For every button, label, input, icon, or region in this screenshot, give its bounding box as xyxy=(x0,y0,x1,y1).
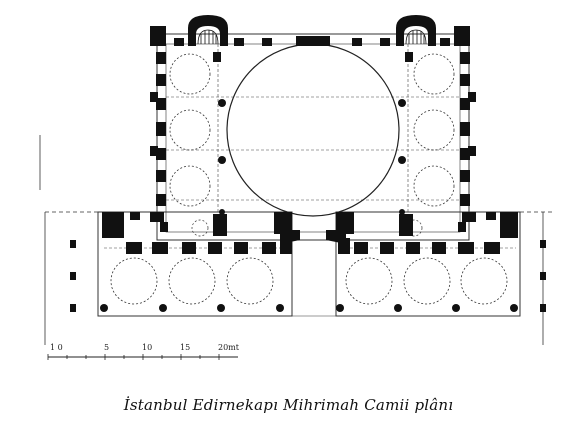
portico-dome xyxy=(226,257,274,305)
scale-label: 5 xyxy=(104,343,109,352)
portico-dome xyxy=(403,257,451,305)
portico-domes xyxy=(110,257,508,305)
scale-label: 20mt xyxy=(218,343,240,352)
portico-dome xyxy=(345,257,393,305)
stair-turrets xyxy=(188,15,436,46)
figure-caption: İstanbul Edirnekapı Mihrimah Camii plânı xyxy=(123,396,454,414)
wall-piers xyxy=(70,26,546,312)
scale-bar: 1 0 5 10 15 20mt xyxy=(47,343,240,360)
central-dome xyxy=(226,43,400,217)
plan-outline xyxy=(39,33,552,345)
side-dome xyxy=(169,109,211,151)
portico-dome xyxy=(110,257,158,305)
side-dome xyxy=(169,53,211,95)
side-dome xyxy=(413,109,455,151)
side-dome xyxy=(413,165,455,207)
scale-label: 10 xyxy=(142,343,152,352)
columns xyxy=(100,99,518,312)
side-dome xyxy=(169,165,211,207)
stair-turret xyxy=(188,15,228,46)
portico-dome xyxy=(168,257,216,305)
portico-dome xyxy=(460,257,508,305)
side-domes xyxy=(169,53,455,207)
floor-plan-drawing: 1 0 5 10 15 20mt xyxy=(39,15,552,360)
scale-label: 1 0 xyxy=(50,343,63,352)
scale-label: 15 xyxy=(180,343,190,352)
stair-turret xyxy=(396,15,436,46)
side-dome xyxy=(413,53,455,95)
